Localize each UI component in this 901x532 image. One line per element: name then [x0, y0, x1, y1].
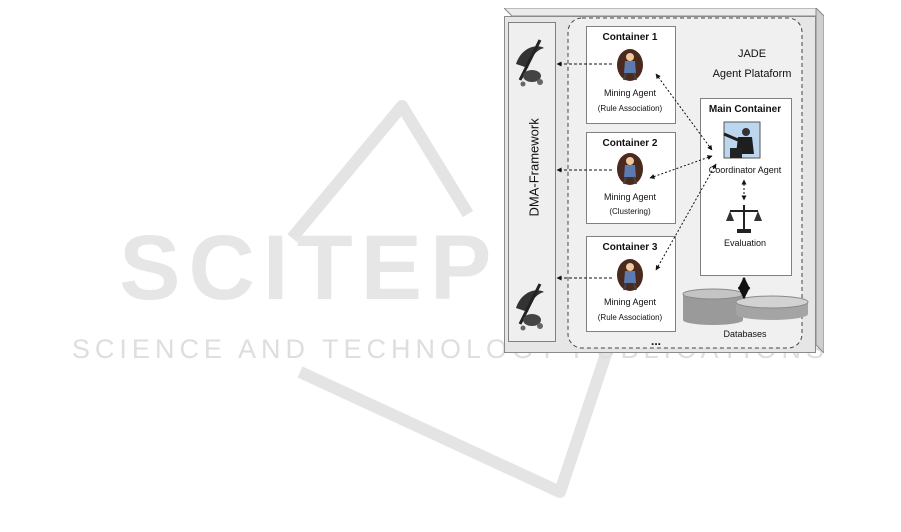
container-2-task: (Clustering) — [586, 207, 674, 216]
container-3-task: (Rule Association) — [586, 313, 674, 322]
container-3-agent: Mining Agent — [586, 297, 674, 307]
mining-agent-icon — [616, 48, 644, 82]
databases-label: Databases — [710, 329, 780, 339]
mining-tool-icon — [512, 34, 546, 88]
mining-agent-icon — [616, 152, 644, 186]
more-containers-ellipsis: ... — [636, 334, 676, 348]
container-3-title: Container 3 — [586, 242, 674, 253]
container-2-agent: Mining Agent — [586, 192, 674, 202]
container-1-task: (Rule Association) — [586, 104, 674, 113]
container-1-agent: Mining Agent — [586, 88, 674, 98]
coordinator-agent-icon — [720, 120, 764, 162]
evaluation-scale-icon — [726, 203, 762, 235]
container-2-title: Container 2 — [586, 138, 674, 149]
main-container-title: Main Container — [700, 104, 790, 115]
dma-framework-label: DMA-Framework — [527, 127, 542, 217]
container-1-title: Container 1 — [586, 32, 674, 43]
databases-icon — [682, 286, 810, 326]
mining-agent-icon — [616, 258, 644, 292]
evaluation-label: Evaluation — [700, 238, 790, 248]
platform-name: JADE — [708, 48, 796, 60]
coordinator-agent-label: Coordinator Agent — [700, 165, 790, 175]
mining-tool-icon — [512, 278, 546, 332]
platform-subtitle: Agent Plataform — [700, 68, 804, 80]
